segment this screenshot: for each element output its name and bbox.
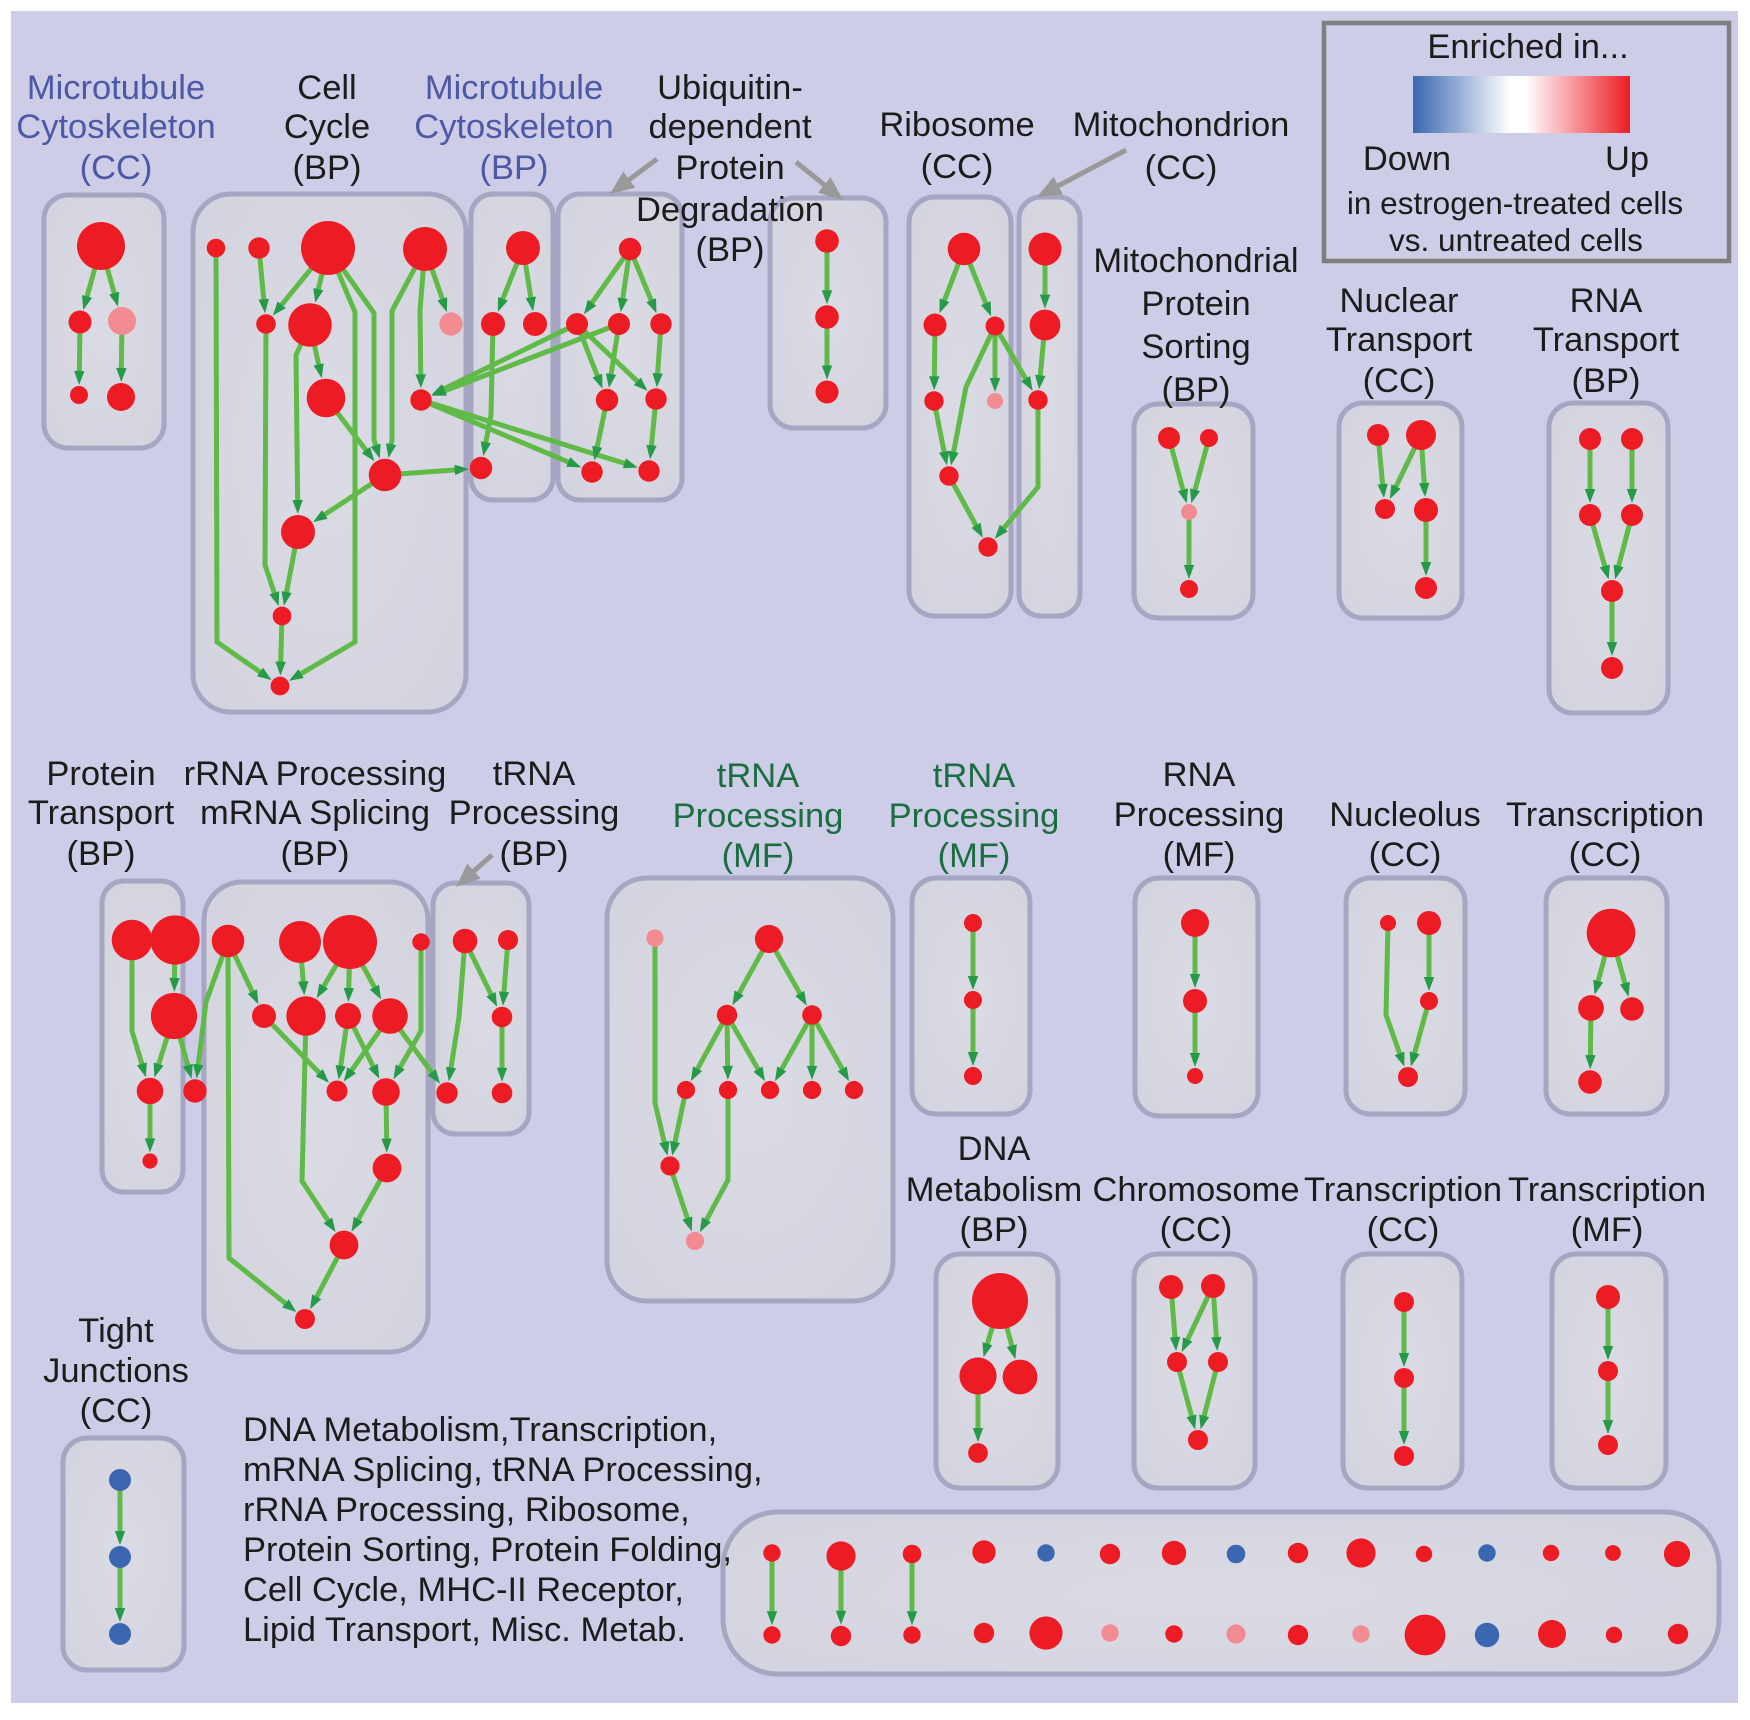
svg-text:(BP): (BP) (67, 835, 136, 873)
svg-text:dependent: dependent (648, 108, 811, 146)
svg-text:Down: Down (1363, 140, 1451, 178)
svg-text:Nuclear: Nuclear (1340, 282, 1459, 320)
svg-text:(CC): (CC) (1367, 1211, 1440, 1249)
svg-text:Transport: Transport (1533, 321, 1680, 359)
svg-text:(BP): (BP) (281, 835, 350, 873)
svg-text:Ubiquitin-: Ubiquitin- (657, 69, 803, 107)
svg-text:Tight: Tight (78, 1312, 154, 1350)
svg-text:Protein Sorting, Protein Foldi: Protein Sorting, Protein Folding, (243, 1531, 732, 1569)
svg-text:Processing: Processing (673, 797, 844, 835)
svg-text:Microtubule: Microtubule (425, 69, 603, 107)
svg-text:(CC): (CC) (921, 148, 994, 186)
svg-text:Enriched in...: Enriched in... (1427, 28, 1628, 66)
svg-text:Chromosome: Chromosome (1092, 1171, 1299, 1209)
svg-text:tRNA: tRNA (717, 757, 799, 795)
svg-text:Transport: Transport (1326, 321, 1473, 359)
svg-text:Transport: Transport (28, 794, 175, 832)
svg-text:in estrogen-treated cells: in estrogen-treated cells (1347, 185, 1683, 221)
svg-text:Processing: Processing (889, 797, 1060, 835)
svg-text:rRNA Processing: rRNA Processing (184, 755, 447, 793)
svg-text:(BP): (BP) (960, 1211, 1029, 1249)
svg-text:DNA: DNA (958, 1130, 1031, 1168)
svg-text:(CC): (CC) (1145, 149, 1218, 187)
svg-text:(MF): (MF) (722, 837, 795, 875)
svg-text:Cell: Cell (297, 69, 356, 107)
svg-text:Up: Up (1605, 140, 1649, 178)
svg-text:Sorting: Sorting (1141, 328, 1250, 366)
svg-text:Protein: Protein (46, 755, 155, 793)
svg-text:Cell Cycle, MHC-II Receptor,: Cell Cycle, MHC-II Receptor, (243, 1571, 684, 1609)
svg-text:(BP): (BP) (1572, 362, 1641, 400)
svg-text:(BP): (BP) (500, 835, 569, 873)
svg-text:Mitochondrial: Mitochondrial (1093, 242, 1298, 280)
svg-text:vs. untreated cells: vs. untreated cells (1389, 222, 1643, 258)
svg-text:(MF): (MF) (1571, 1211, 1644, 1249)
svg-text:Cytoskeleton: Cytoskeleton (414, 108, 613, 146)
svg-text:mRNA Splicing: mRNA Splicing (200, 794, 430, 832)
svg-text:Microtubule: Microtubule (27, 69, 205, 107)
svg-text:(CC): (CC) (1569, 836, 1642, 874)
svg-text:Lipid Transport, Misc. Metab.: Lipid Transport, Misc. Metab. (243, 1611, 686, 1649)
svg-text:RNA: RNA (1570, 282, 1643, 320)
svg-text:(MF): (MF) (1163, 836, 1236, 874)
svg-text:Transcription: Transcription (1508, 1171, 1706, 1209)
svg-text:DNA Metabolism,Transcription,: DNA Metabolism,Transcription, (243, 1411, 717, 1449)
svg-text:(CC): (CC) (1369, 836, 1442, 874)
svg-text:Nucleolus: Nucleolus (1329, 796, 1481, 834)
svg-text:Junctions: Junctions (43, 1352, 189, 1390)
svg-text:tRNA: tRNA (933, 757, 1015, 795)
svg-text:Metabolism: Metabolism (906, 1171, 1082, 1209)
svg-text:(BP): (BP) (480, 149, 549, 187)
svg-text:(CC): (CC) (80, 1392, 153, 1430)
svg-text:Ribosome: Ribosome (879, 106, 1034, 144)
svg-text:(BP): (BP) (293, 149, 362, 187)
svg-text:Cytoskeleton: Cytoskeleton (16, 108, 215, 146)
svg-text:RNA: RNA (1163, 756, 1236, 794)
svg-text:Degradation: Degradation (636, 191, 824, 229)
svg-text:tRNA: tRNA (493, 755, 575, 793)
svg-text:Protein: Protein (1141, 285, 1250, 323)
svg-text:Transcription: Transcription (1304, 1171, 1502, 1209)
svg-text:Processing: Processing (1114, 796, 1285, 834)
svg-text:(BP): (BP) (1162, 371, 1231, 409)
svg-text:Cycle: Cycle (284, 108, 370, 146)
svg-text:mRNA Splicing, tRNA Processing: mRNA Splicing, tRNA Processing, (243, 1451, 763, 1489)
svg-text:Mitochondrion: Mitochondrion (1073, 106, 1290, 144)
svg-text:Transcription: Transcription (1506, 796, 1704, 834)
svg-text:(CC): (CC) (1363, 362, 1436, 400)
svg-text:(MF): (MF) (938, 837, 1011, 875)
svg-text:Protein: Protein (675, 149, 784, 187)
svg-text:(CC): (CC) (1160, 1211, 1233, 1249)
svg-text:rRNA Processing, Ribosome,: rRNA Processing, Ribosome, (243, 1491, 690, 1529)
svg-text:(CC): (CC) (80, 149, 153, 187)
svg-text:Processing: Processing (449, 794, 620, 832)
svg-text:(BP): (BP) (696, 231, 765, 269)
